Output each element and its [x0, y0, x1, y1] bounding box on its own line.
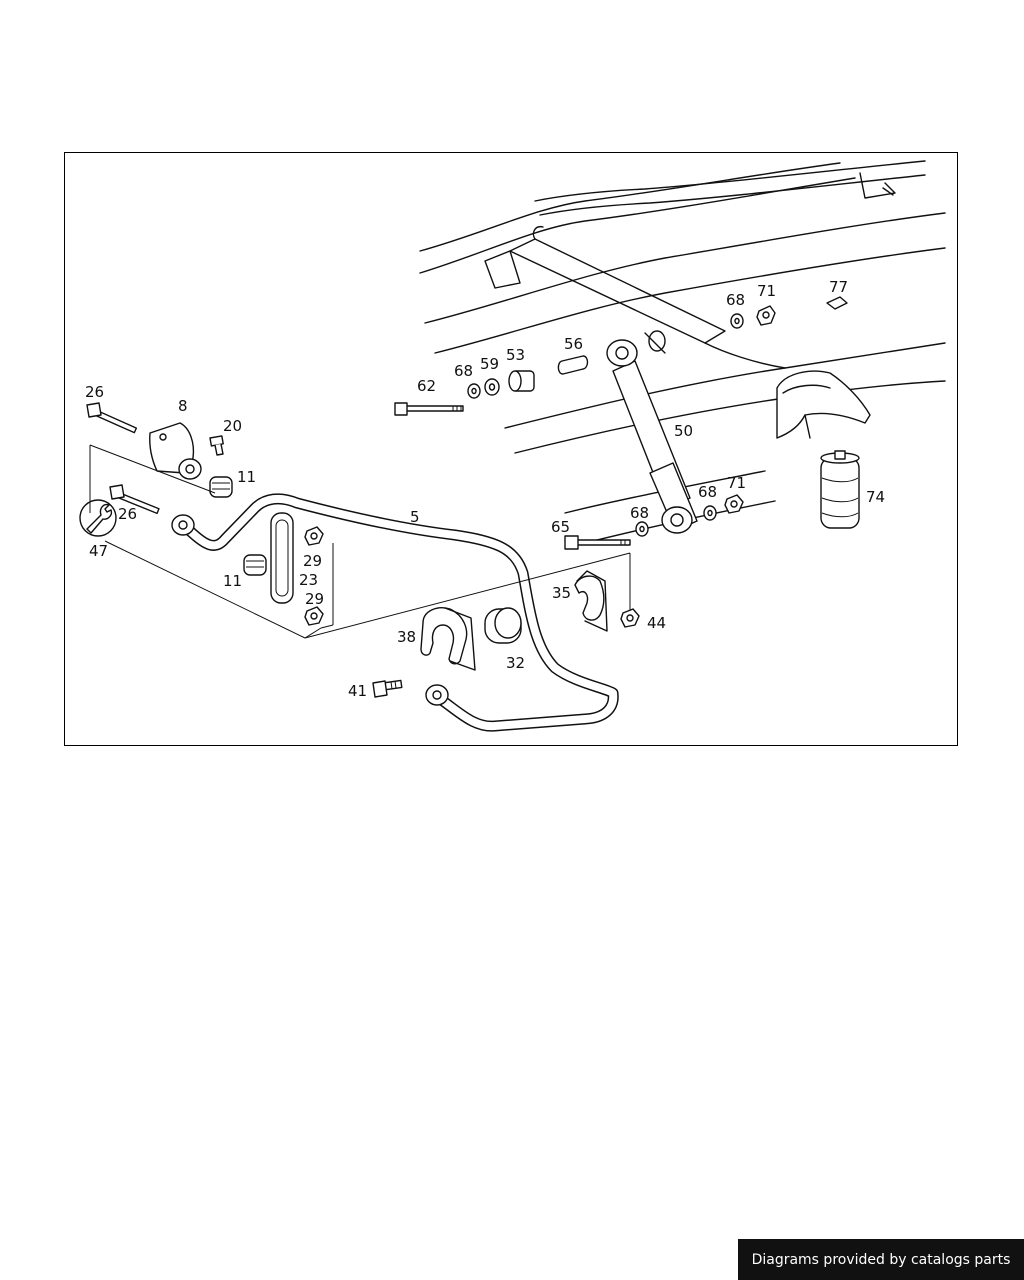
exploded-parts-diagram: 26 8 20 11 26 47 11 29 23 29 5 62 68 59 … [79, 160, 946, 732]
stabilizer-bar-5 [171, 493, 619, 732]
clamp-hardware [372, 570, 640, 698]
callout-11-lower: 11 [223, 572, 242, 590]
callout-77: 77 [829, 278, 848, 296]
callout-5: 5 [410, 508, 420, 526]
bump-stop-74 [820, 450, 860, 529]
callout-53: 53 [506, 346, 525, 364]
callout-68-lower-right: 68 [698, 483, 717, 501]
callout-11-upper: 11 [237, 468, 256, 486]
shock-absorber-50 [606, 339, 698, 534]
spring-seat-bracket [776, 370, 871, 439]
lower-mount-hardware [564, 494, 744, 550]
left-mount-hardware [79, 402, 324, 626]
callout-44: 44 [647, 614, 666, 632]
callout-56: 56 [564, 335, 583, 353]
callouts: 26 8 20 11 26 47 11 29 23 29 5 62 68 59 … [85, 278, 885, 700]
callout-35: 35 [552, 584, 571, 602]
chassis-frame [419, 160, 946, 544]
credit-banner: Diagrams provided by catalogs parts [738, 1239, 1024, 1280]
diagram-frame: 26 8 20 11 26 47 11 29 23 29 5 62 68 59 … [64, 152, 958, 746]
callout-47: 47 [89, 542, 108, 560]
callout-59: 59 [480, 355, 499, 373]
callout-23: 23 [299, 571, 318, 589]
callout-41: 41 [348, 682, 367, 700]
callout-26-lower: 26 [118, 505, 137, 523]
callout-65: 65 [551, 518, 570, 536]
assembly-guide-lines [89, 444, 631, 639]
callout-20: 20 [223, 417, 242, 435]
callout-68-lower-left: 68 [630, 504, 649, 522]
callout-26-upper: 26 [85, 383, 104, 401]
callout-29-lower: 29 [305, 590, 324, 608]
callout-71-upper: 71 [757, 282, 776, 300]
upper-mount-hardware [394, 296, 848, 416]
callout-38: 38 [397, 628, 416, 646]
callout-74: 74 [866, 488, 885, 506]
callout-62: 62 [417, 377, 436, 395]
callout-71-lower: 71 [727, 474, 746, 492]
callout-68-upper-left: 68 [454, 362, 473, 380]
callout-32: 32 [506, 654, 525, 672]
callout-8: 8 [178, 397, 188, 415]
callout-29-upper: 29 [303, 552, 322, 570]
callout-68-upper-right: 68 [726, 291, 745, 309]
callout-50: 50 [674, 422, 693, 440]
